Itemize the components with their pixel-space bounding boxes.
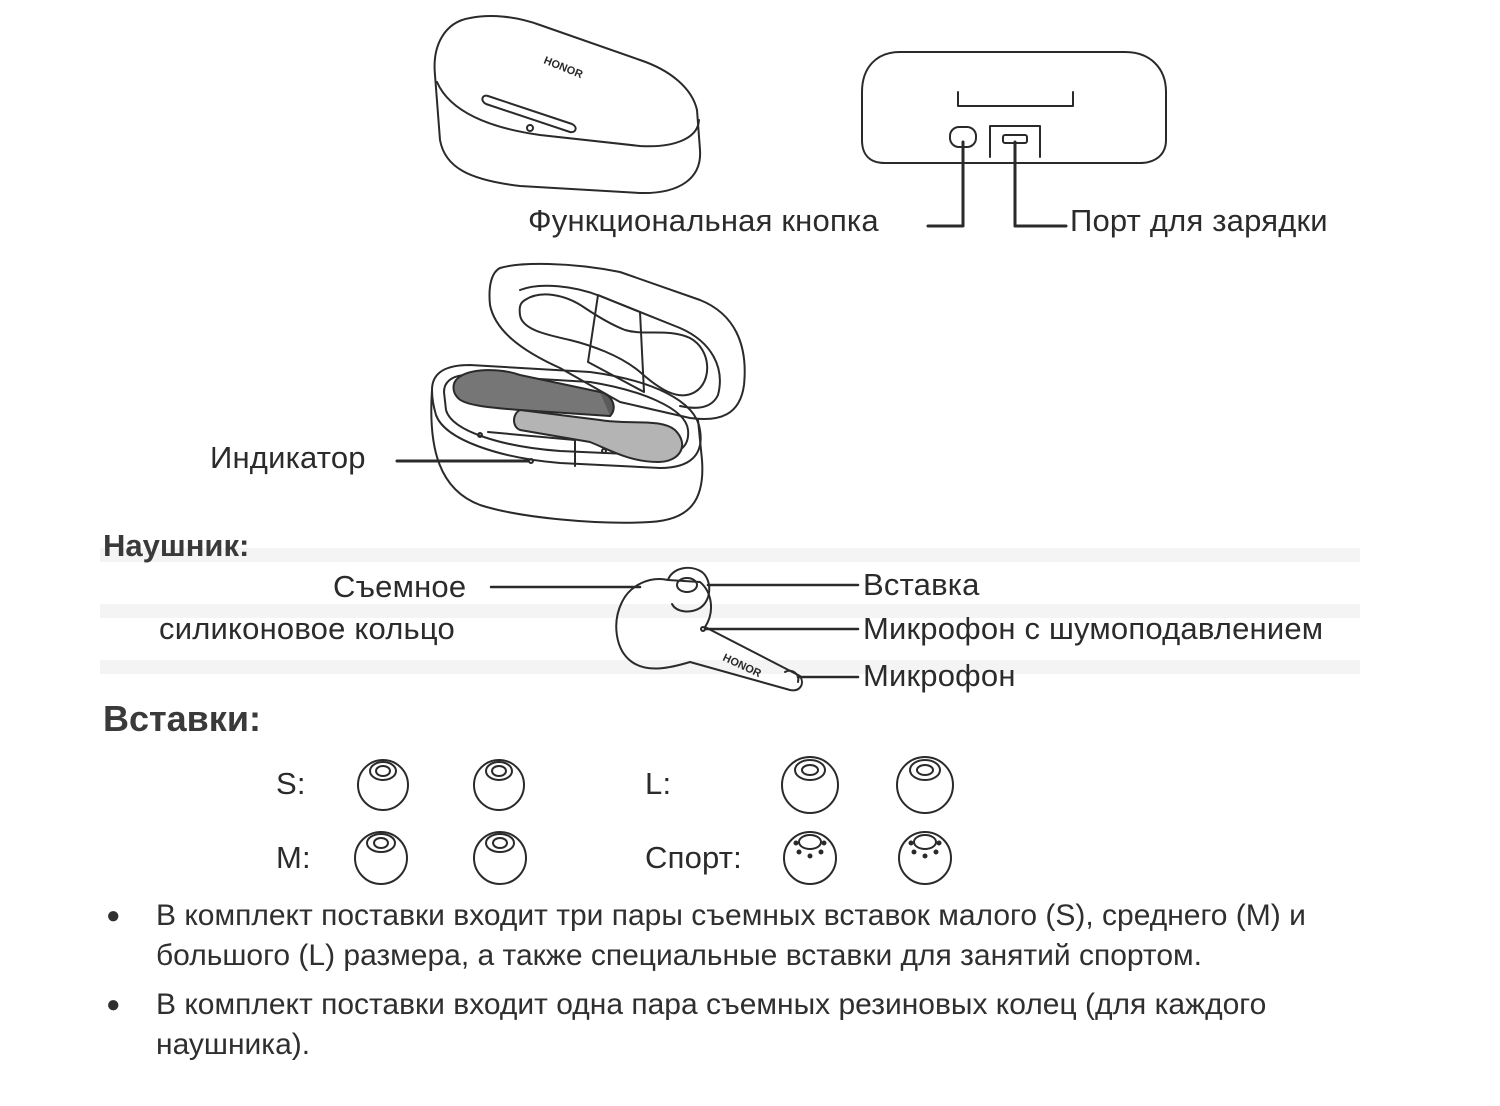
indicator-label: Индикатор xyxy=(210,440,366,475)
note-text: В комплект поставки входит одна пара съе… xyxy=(156,988,1267,1061)
inserts-heading: Вставки: xyxy=(103,698,261,739)
bullet-icon: ● xyxy=(106,902,121,929)
insert-l-1 xyxy=(781,756,839,814)
ring-label-line1: Съемное xyxy=(333,569,467,604)
function-button-label: Функциональная кнопка xyxy=(528,203,879,238)
note-text: В комплект поставки входит три пары съем… xyxy=(156,899,1306,972)
insert-label: Вставка xyxy=(863,567,980,602)
insert-tips xyxy=(354,756,954,885)
earphone-band-2 xyxy=(100,604,1360,618)
earphone-heading: Наушник: xyxy=(103,528,250,563)
case-bottom-illustration xyxy=(861,51,1167,228)
insert-sport-2 xyxy=(898,831,952,885)
ring-label-line2: силиконовое кольцо xyxy=(159,611,455,646)
insert-m-1 xyxy=(354,831,408,885)
size-sport-label: Спорт: xyxy=(645,840,742,875)
case-logo: HONOR xyxy=(542,55,585,81)
earphone-band-3 xyxy=(100,660,1360,674)
note-item: ● В комплект поставки входит три пары съе… xyxy=(100,896,1420,976)
note-item: ● В комплект поставки входит одна пара съ… xyxy=(100,985,1420,1065)
charging-port-label: Порт для зарядки xyxy=(1070,203,1328,238)
earphone-band-1 xyxy=(100,548,1360,562)
open-case-illustration xyxy=(395,262,746,524)
earphone-illustration: HONOR xyxy=(489,566,860,692)
bullet-icon: ● xyxy=(106,991,121,1018)
noise-mic-label: Микрофон с шумоподавлением xyxy=(863,611,1324,646)
insert-s-2 xyxy=(473,759,525,811)
mic-label: Микрофон xyxy=(863,658,1016,693)
closed-case-illustration: HONOR xyxy=(433,15,702,195)
size-l-label: L: xyxy=(645,766,672,801)
insert-sport-1 xyxy=(783,831,837,885)
charging-port-icon xyxy=(989,125,1041,158)
insert-s-1 xyxy=(357,759,409,811)
size-m-label: M: xyxy=(276,840,311,875)
insert-l-2 xyxy=(896,756,954,814)
size-s-label: S: xyxy=(276,766,306,801)
notes-list: ● В комплект поставки входит три пары съе… xyxy=(100,896,1420,1074)
insert-m-2 xyxy=(473,831,527,885)
